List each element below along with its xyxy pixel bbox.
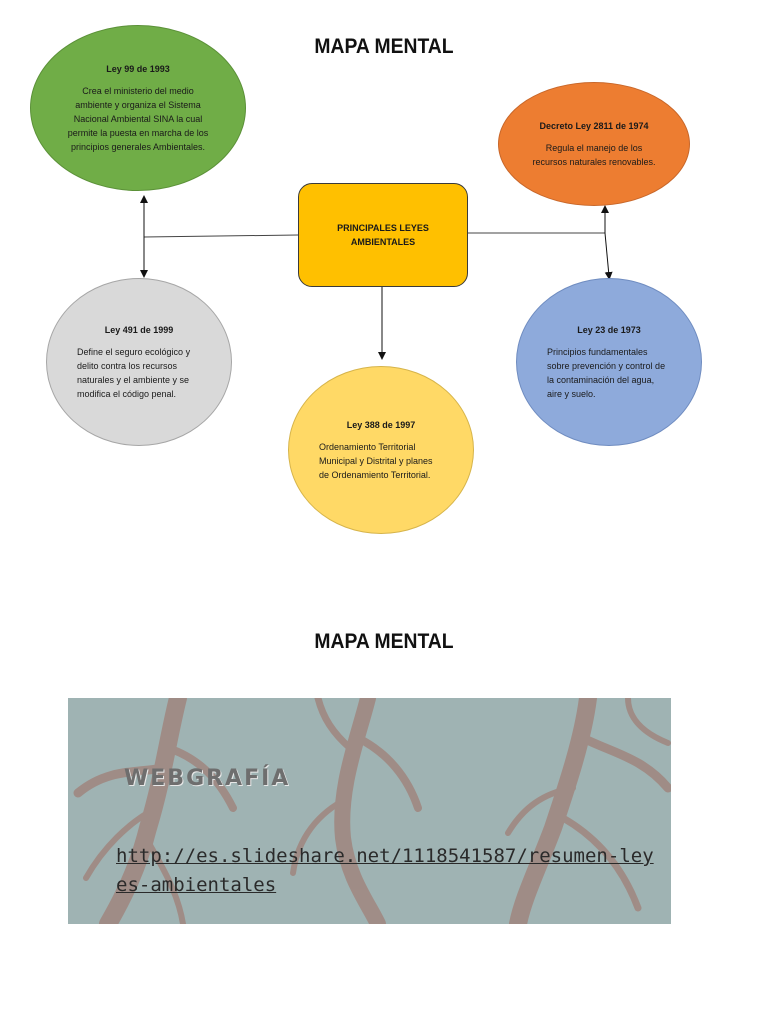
node-title: Ley 23 de 1973 <box>577 323 641 337</box>
node-title: Ley 491 de 1999 <box>105 323 174 337</box>
node-ley-491-1999: Ley 491 de 1999 Define el seguro ecológi… <box>46 278 232 446</box>
node-title: Ley 99 de 1993 <box>106 62 170 76</box>
arrow-to-ley23 <box>605 233 609 276</box>
node-ley-99-1993: Ley 99 de 1993 Crea el ministerio del me… <box>30 25 246 191</box>
central-topic-label: PRINCIPALES LEYES AMBIENTALES <box>328 221 438 249</box>
node-title: Decreto Ley 2811 de 1974 <box>539 119 648 133</box>
node-central-topic: PRINCIPALES LEYES AMBIENTALES <box>298 183 468 287</box>
node-description: Define el seguro ecológico y delito cont… <box>77 345 201 401</box>
node-description: Crea el ministerio del medio ambiente y … <box>63 84 213 154</box>
connector-center-left <box>144 235 298 237</box>
webgrafia-banner: WEBGRAFÍA http://es.slideshare.net/11185… <box>68 698 671 924</box>
webgrafia-link[interactable]: http://es.slideshare.net/1118541587/resu… <box>116 842 656 900</box>
node-decreto-ley-2811-1974: Decreto Ley 2811 de 1974 Regula el manej… <box>498 82 690 206</box>
node-description: Regula el manejo de los recursos natural… <box>529 141 659 169</box>
node-title: Ley 388 de 1997 <box>347 418 416 432</box>
node-description: Ordenamiento Territorial Municipal y Dis… <box>319 440 443 482</box>
webgrafia-heading: WEBGRAFÍA <box>124 766 290 791</box>
node-ley-23-1973: Ley 23 de 1973 Principios fundamentales … <box>516 278 702 446</box>
page-title-bottom: MAPA MENTAL <box>31 630 738 654</box>
node-description: Principios fundamentales sobre prevenció… <box>547 345 671 401</box>
node-ley-388-1997: Ley 388 de 1997 Ordenamiento Territorial… <box>288 366 474 534</box>
